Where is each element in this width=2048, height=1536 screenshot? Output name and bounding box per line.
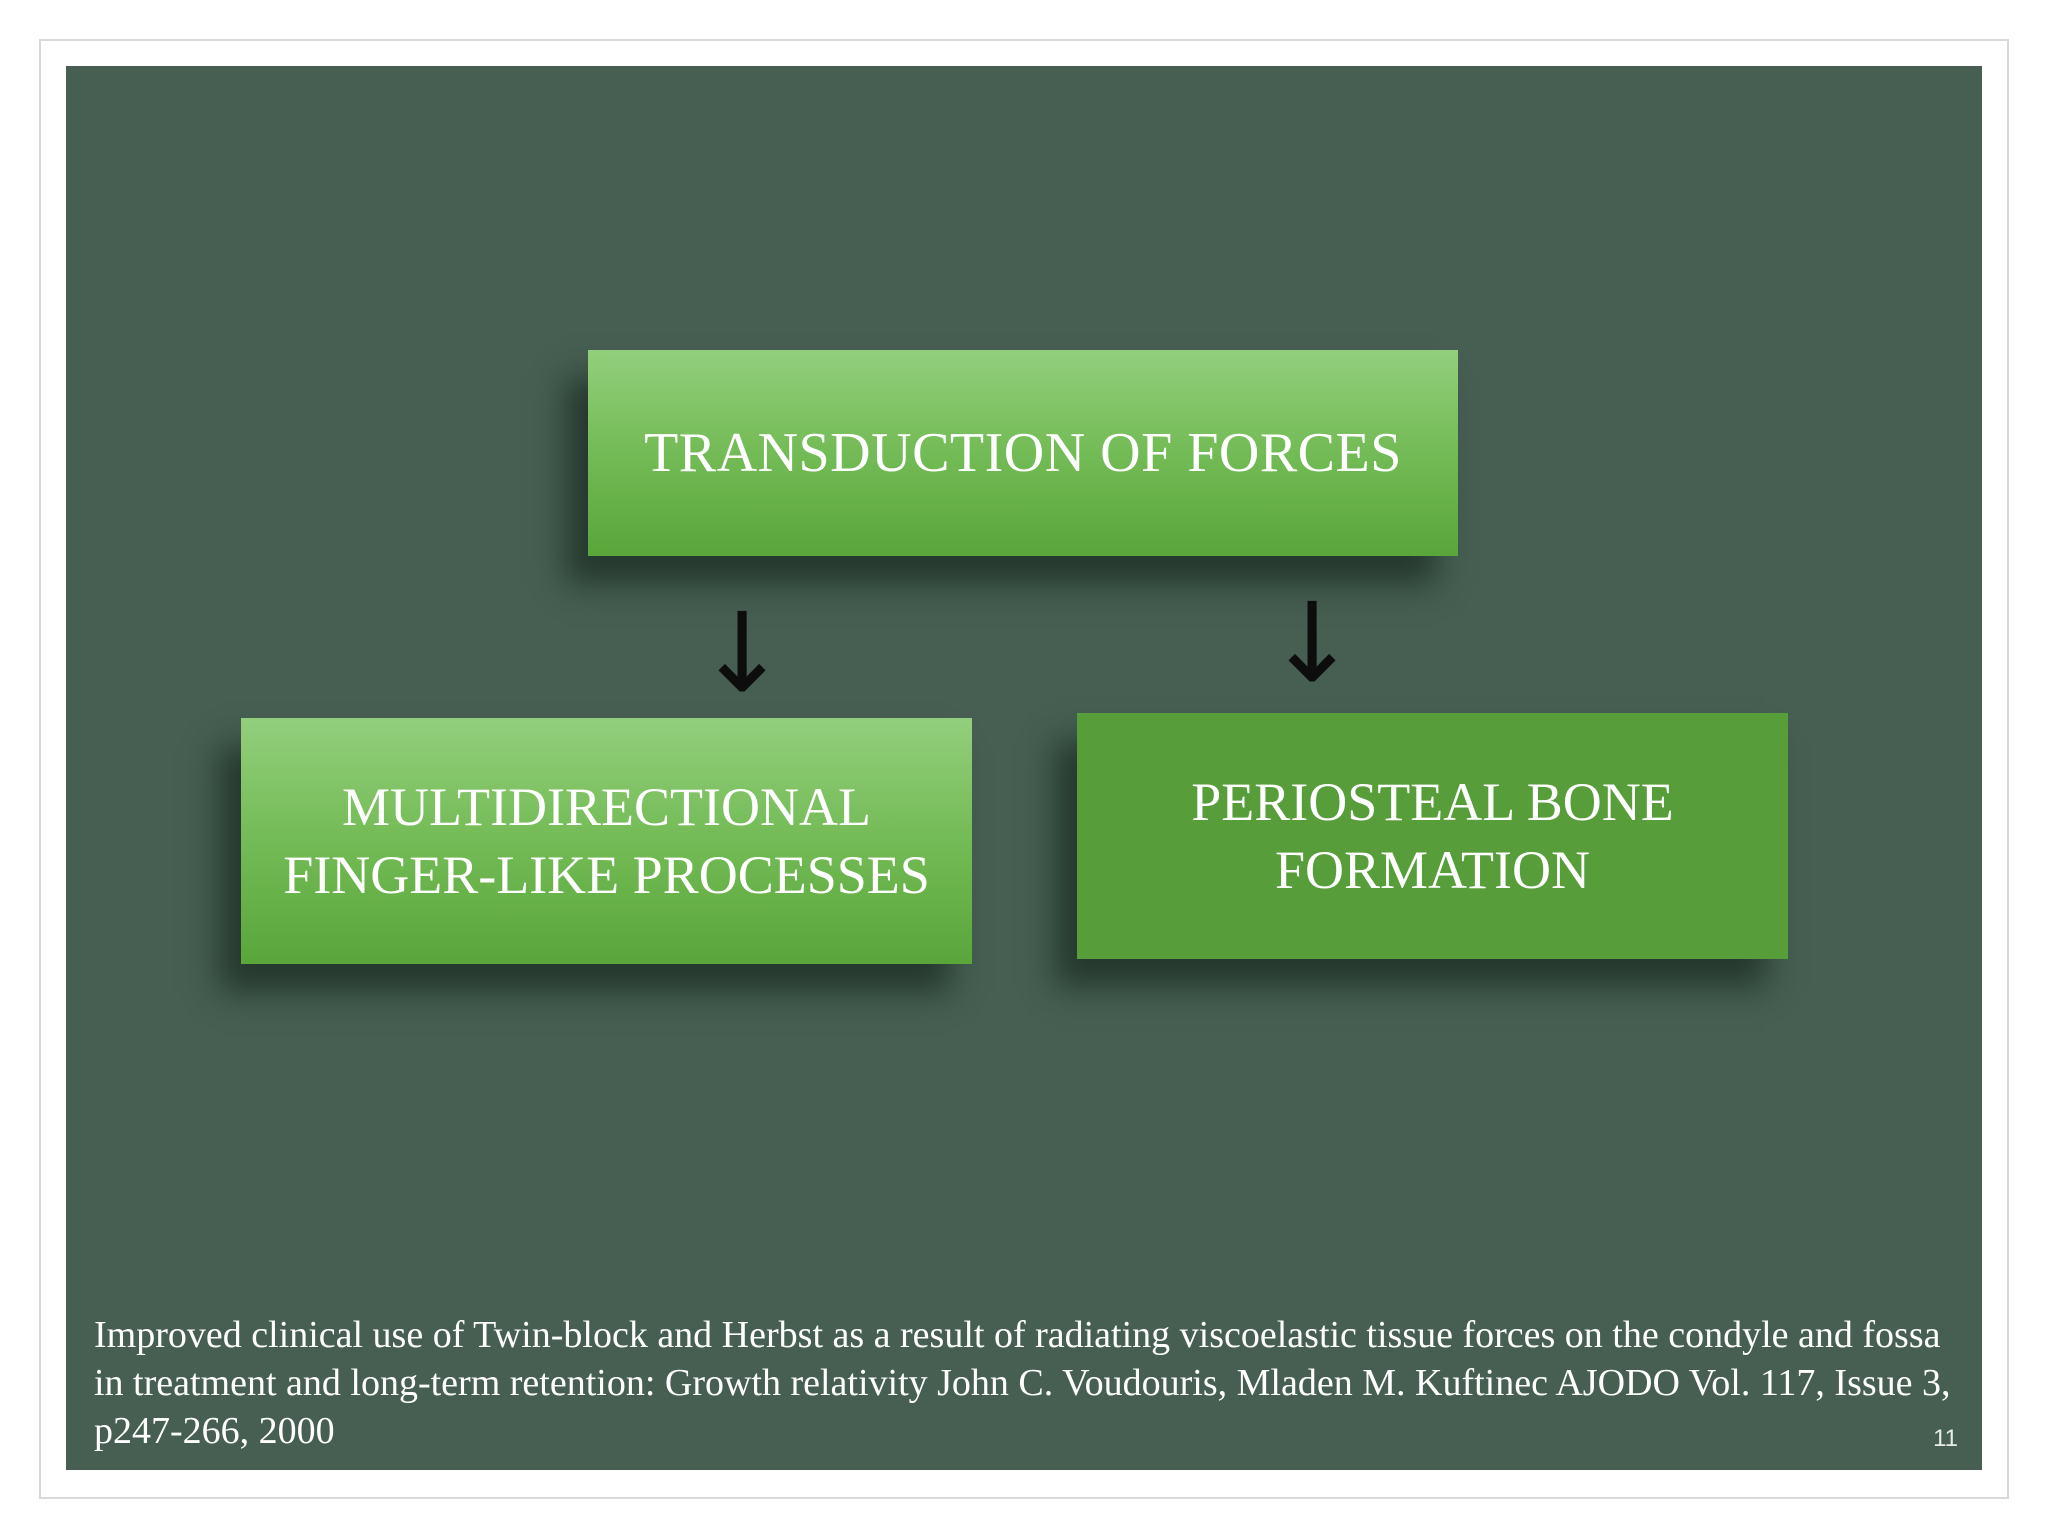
right-box-line1: PERIOSTEAL BONE — [1191, 772, 1674, 832]
citation-text: Improved clinical use of Twin-block and … — [94, 1314, 1951, 1452]
left-box-text: MULTIDIRECTIONAL FINGER-LIKE PROCESSES — [283, 773, 930, 909]
top-box-label: TRANSDUCTION OF FORCES — [644, 422, 1402, 484]
left-box-line2: FINGER-LIKE PROCESSES — [283, 845, 930, 905]
right-box-text: PERIOSTEAL BONE FORMATION — [1191, 768, 1674, 904]
down-arrow-right-icon: ↓ — [1266, 579, 1359, 707]
multidirectional-processes-box: MULTIDIRECTIONAL FINGER-LIKE PROCESSES — [241, 718, 972, 964]
right-box-line2: FORMATION — [1274, 840, 1591, 900]
down-arrow-left-icon: ↓ — [696, 589, 789, 717]
periosteal-bone-formation-box: PERIOSTEAL BONE FORMATION — [1077, 713, 1788, 959]
slide: TRANSDUCTION OF FORCES ↓ ↓ MULTIDIRECTIO… — [66, 66, 1982, 1470]
page-number: 11 — [1933, 1425, 1958, 1452]
transduction-of-forces-box: TRANSDUCTION OF FORCES — [588, 350, 1458, 556]
left-box-line1: MULTIDIRECTIONAL — [342, 777, 871, 837]
